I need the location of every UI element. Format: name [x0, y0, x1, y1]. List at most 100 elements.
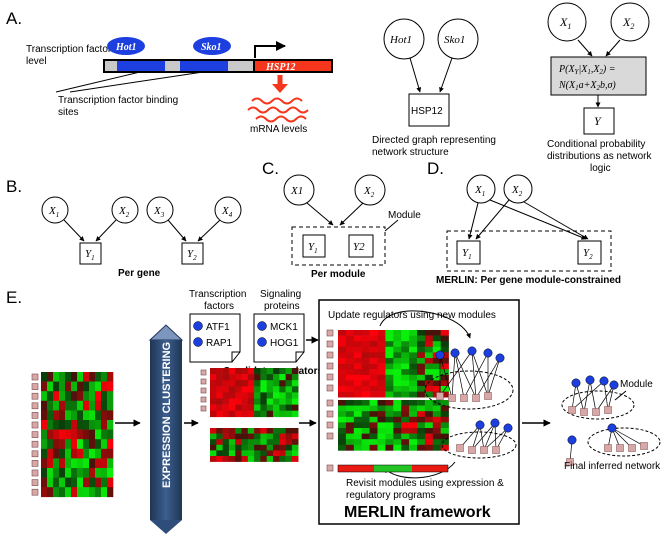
final-network-label: Final inferred network: [564, 461, 661, 472]
heatmap-cell: [53, 429, 60, 440]
heatmap-cell: [241, 380, 249, 387]
heatmap-cell: [254, 368, 261, 375]
heatmap-cell: [235, 444, 242, 451]
heatmap-cell: [401, 391, 410, 398]
heatmap-cell: [89, 458, 96, 469]
heatmap-cell: [385, 363, 394, 370]
heatmap-cell: [241, 450, 249, 457]
heatmap-cell: [83, 487, 90, 498]
heatmap-cell: [83, 372, 90, 382]
heatmap-cell: [417, 433, 426, 440]
gene-square: [31, 431, 39, 438]
heatmap-cell: [247, 410, 255, 418]
heatmap-cell: [369, 422, 378, 429]
heatmap-cell: [424, 352, 434, 359]
heatmap-cell: [65, 487, 72, 498]
heatmap-cell: [247, 433, 255, 440]
heatmap-cell: [345, 400, 355, 406]
heatmap-cell: [89, 391, 96, 402]
heatmap-cell: [385, 358, 394, 364]
heatmap-cell: [47, 468, 54, 478]
heatmap-cell: [432, 369, 441, 376]
d-edge-x2-y1: [475, 199, 510, 240]
heatmap-cell: [361, 386, 370, 392]
heatmap-cell: [393, 411, 402, 418]
heatmap-cell: [59, 429, 66, 440]
heatmap-cell: [228, 450, 236, 457]
heatmap-cell: [417, 405, 426, 412]
heatmap-cell: [210, 433, 217, 440]
heatmap-cell: [424, 386, 434, 392]
heatmap-cell: [241, 433, 249, 440]
heatmap-cell: [65, 439, 72, 450]
heatmap-cell: [77, 458, 84, 469]
heatmap-cell: [285, 368, 293, 375]
heatmap-cell: [254, 444, 261, 451]
heatmap-cell: [266, 433, 274, 440]
heatmap-cell: [385, 346, 394, 353]
heatmap-cell: [369, 358, 378, 364]
framework-heatmap-cells: [338, 330, 449, 451]
heatmap-cell: [235, 368, 242, 375]
heatmap-cell: [353, 416, 362, 423]
heatmap-cell: [83, 410, 90, 421]
gene-node: [472, 394, 480, 402]
clustered-heatmap-cells: [210, 368, 299, 462]
heatmap-cell: [393, 391, 402, 398]
heatmap-cell: [65, 448, 72, 459]
final-module-pointer: [614, 390, 627, 401]
heatmap-cell: [361, 380, 370, 387]
heatmap-cell: [291, 374, 299, 381]
heatmap-cell: [369, 391, 378, 398]
heatmap-cell: [101, 477, 108, 488]
heatmap-cell: [285, 380, 293, 387]
heatmap-cell: [345, 444, 355, 451]
heatmap-cell: [59, 468, 66, 478]
heatmap-cell: [273, 386, 280, 393]
gene-square: [326, 399, 334, 407]
heatmap-cell: [424, 391, 434, 398]
heatmap-cell: [393, 433, 402, 440]
heatmap-cell: [77, 448, 84, 459]
heatmap-cell: [216, 410, 223, 418]
heatmap-cell: [285, 439, 293, 446]
heatmap-cell: [95, 429, 102, 440]
heatmap-cell: [59, 410, 66, 421]
gene-square: [326, 373, 334, 381]
heatmap-cell: [89, 487, 96, 498]
heatmap-cell: [41, 372, 48, 382]
heatmap-cell: [47, 429, 54, 440]
heatmap-cell: [291, 368, 299, 375]
heatmap-cell: [53, 439, 60, 450]
heatmap-cell: [393, 380, 402, 387]
heatmap-cell: [65, 372, 72, 382]
heatmap-cell: [345, 405, 355, 412]
cpd-x2-label: X2: [622, 15, 634, 31]
panel-label-d: D.: [427, 159, 444, 178]
b-y1-label: Y1: [85, 248, 95, 262]
heatmap-cell: [377, 341, 386, 348]
heatmap-cell: [377, 439, 386, 446]
heatmap-cell: [385, 428, 394, 434]
heatmap-cell: [228, 428, 236, 434]
heatmap-cell: [393, 428, 402, 434]
heatmap-cell: [345, 369, 355, 376]
heatmap-cell: [440, 405, 449, 412]
b-x2-node: [111, 196, 139, 224]
heatmap-cell: [393, 330, 402, 336]
heatmap-cell: [77, 410, 84, 421]
heatmap-cell: [235, 386, 242, 393]
heatmap-cell: [222, 444, 230, 451]
heatmap-cell: [235, 439, 242, 446]
network-edge: [475, 357, 501, 399]
regulator-node: [495, 353, 505, 363]
heatmap-cell: [266, 450, 274, 457]
d-x1-node: [466, 174, 496, 204]
heatmap-cell: [266, 368, 274, 375]
heatmap-cell: [424, 400, 434, 406]
heatmap-cell: [353, 439, 362, 446]
heatmap-cell: [107, 372, 114, 382]
heatmap-cell: [377, 386, 386, 392]
heatmap-cell: [353, 363, 362, 370]
heatmap-cell: [338, 374, 347, 381]
